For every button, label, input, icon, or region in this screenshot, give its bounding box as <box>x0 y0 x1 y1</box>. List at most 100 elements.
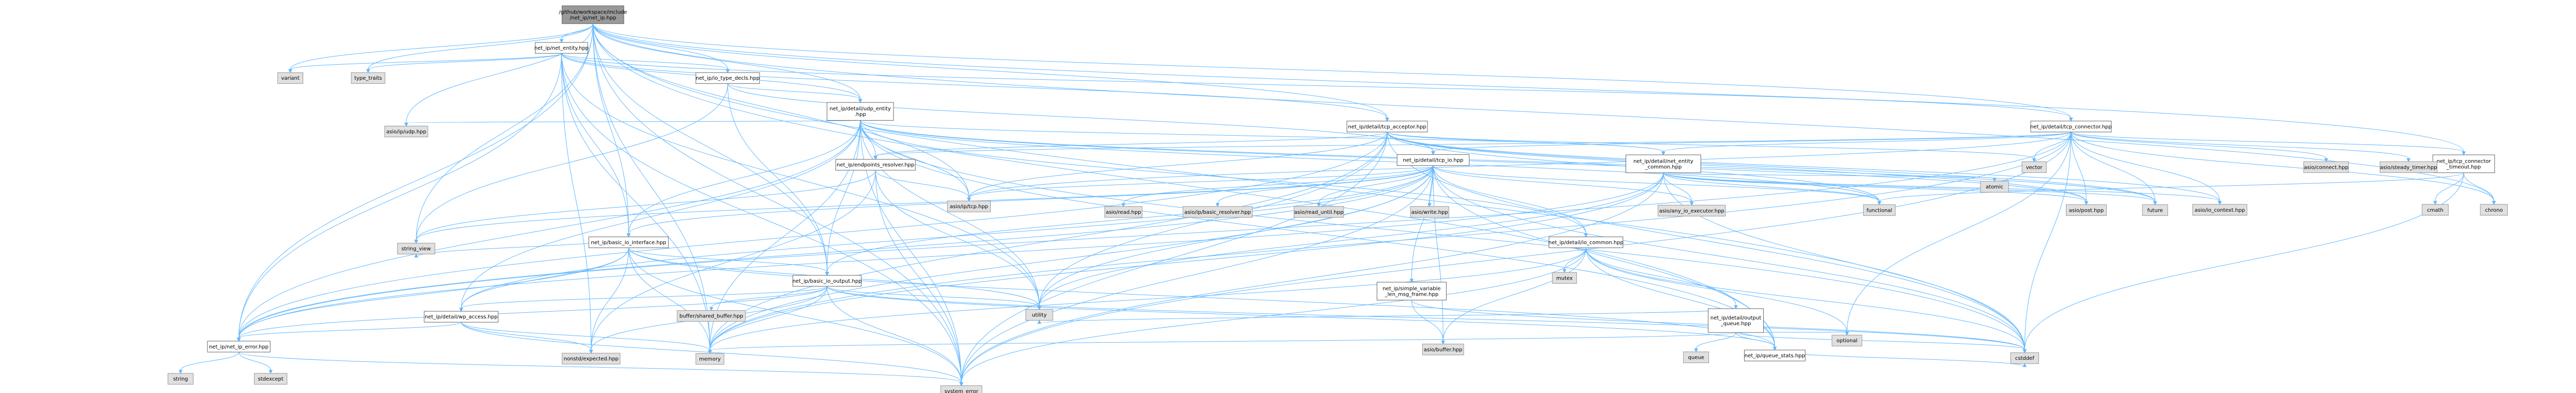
graph-edge-wp-access-to-net-ip-error <box>236 322 461 342</box>
edge-line <box>1123 165 1434 203</box>
edge-arrowhead <box>1037 319 1041 324</box>
node-box <box>1552 272 1577 284</box>
graph-edge-udp-entity-to-asio-ip-udp <box>404 120 861 127</box>
node-label: variant <box>281 76 299 81</box>
graph-node-asio-write: asio/write.hpp <box>1410 206 1449 218</box>
graph-node-net-entity-common[interactable]: net_ip/detail/net_entity_common.hpp <box>1626 154 1701 173</box>
edge-line <box>2071 132 2494 201</box>
edge-line <box>592 23 629 234</box>
edge-line <box>1318 165 1434 203</box>
graph-edge-basic-io-interface-to-basic-io-output <box>628 248 829 276</box>
graph-node-tcp-io[interactable]: net_ip/detail/tcp_io.hpp <box>1396 154 1470 166</box>
edge-line <box>180 352 240 371</box>
graph-node-variant: variant <box>277 72 304 84</box>
graph-node-asio-read: asio/read.hpp <box>1104 206 1143 218</box>
graph-edge-basic-io-output-to-buffer-shared-buffer <box>709 286 828 311</box>
node-label: /github/workspace/include <box>559 9 627 15</box>
node-box <box>207 341 271 353</box>
edge-line <box>709 165 1434 351</box>
edge-line <box>368 23 593 70</box>
graph-node-udp-entity[interactable]: net_ip/detail/udp_entity.hpp <box>826 102 894 121</box>
edge-line <box>709 248 1586 351</box>
edge-line <box>1585 248 1775 347</box>
graph-edge-net-entity-common-to-asio-io-context <box>1663 172 2222 205</box>
node-label: functional <box>1867 208 1893 213</box>
edge-arrowhead <box>2069 118 2073 122</box>
edge-arrowhead <box>2022 349 2027 354</box>
graph-edge-endpoints-resolver-to-nonstd-expected <box>589 170 876 354</box>
node-box <box>2379 161 2438 173</box>
node-box <box>1422 343 1464 356</box>
graph-node-queue-stats[interactable]: net_ip/queue_stats.hpp <box>1744 350 1806 361</box>
node-box <box>1346 121 1428 133</box>
graph-node-basic-io-interface[interactable]: net_ip/basic_io_interface.hpp <box>588 236 669 249</box>
graph-node-wp-access[interactable]: net_ip/detail/wp_access.hpp <box>424 311 499 323</box>
node-label: future <box>2147 208 2163 213</box>
node-box <box>1744 350 1806 361</box>
graph-node-asio-post: asio/post.hpp <box>2066 204 2107 216</box>
graph-node-asio-buffer: asio/buffer.hpp <box>1422 343 1464 356</box>
node-box <box>1293 206 1344 218</box>
graph-node-asio-read-until: asio/read_until.hpp <box>1293 206 1344 218</box>
graph-node-net-ip-error[interactable]: net_ip/net_ip_error.hpp <box>207 341 271 353</box>
graph-edge-io-type-decls-to-basic-io-output <box>727 83 829 276</box>
graph-node-basic-io-output[interactable]: net_ip/basic_io_output.hpp <box>793 275 862 287</box>
edge-line <box>709 132 2072 351</box>
graph-node-queue: queue <box>1683 352 1709 363</box>
edge-arrowhead <box>1385 118 1389 122</box>
node-box <box>277 72 304 84</box>
edge-line <box>1433 165 1880 202</box>
node-box <box>940 385 982 393</box>
graph-edge-tcp-io-to-asio-read <box>1121 165 1434 207</box>
graph-node-simple-variable[interactable]: net_ip/simple_variable_len_msg_frame.hpp <box>1377 282 1447 301</box>
edge-line <box>2034 132 2072 159</box>
edge-arrowhead <box>559 39 564 43</box>
graph-node-tcp-acceptor[interactable]: net_ip/detail/tcp_acceptor.hpp <box>1346 121 1428 133</box>
edge-line <box>561 53 1040 307</box>
graph-node-asio-basic-resolver: asio/ip/basic_resolver.hpp <box>1182 206 1253 218</box>
edge-line <box>875 170 1040 307</box>
node-label: net_ip/simple_variable <box>1382 286 1440 292</box>
edge-line <box>827 286 962 383</box>
graph-node-root[interactable]: /github/workspace/include/net_ip/net_ip.… <box>559 5 627 24</box>
edge-line <box>827 286 1040 307</box>
edge-arrowhead <box>1431 151 1435 155</box>
node-label: asio/steady_timer.hpp <box>2380 165 2437 170</box>
node-label: vector <box>2026 165 2043 170</box>
node-box <box>2480 204 2508 216</box>
node-label: _len_msg_frame.hpp <box>1384 292 1438 297</box>
graph-edge-net-ip-error-to-stdexcept <box>239 352 273 374</box>
edge-line <box>561 53 962 383</box>
node-label: net_ip/detail/net_entity <box>1633 158 1693 164</box>
node-box <box>1980 181 2009 193</box>
node-box <box>2010 352 2039 364</box>
graph-edge-root-to-asio-ip-tcp <box>592 23 971 202</box>
edge-arrowhead <box>1694 348 1699 353</box>
graph-node-net-entity[interactable]: net_ip/net_entity.hpp <box>534 42 589 54</box>
edge-line <box>711 286 828 308</box>
graph-node-io-type-decls[interactable]: net_ip/io_type_decls.hpp <box>695 72 760 84</box>
edge-line <box>1847 132 2072 332</box>
edge-arrowhead <box>709 307 713 311</box>
graph-node-endpoints-resolver[interactable]: net_ip/endpoints_resolver.hpp <box>835 159 916 171</box>
graph-node-output-queue[interactable]: net_ip/detail/output_queue.hpp <box>1708 308 1764 333</box>
graph-edge-root-to-memory <box>592 23 712 354</box>
graph-node-asio-any-io-executor: asio/any_io_executor.hpp <box>1658 205 1726 216</box>
graph-edge-io-common-to-system-error <box>959 248 1586 386</box>
graph-edge-tcp-connector-to-tcp-io <box>1431 132 2072 155</box>
node-label: chrono <box>2485 208 2503 213</box>
node-label: mutex <box>1556 275 1573 281</box>
graph-node-tcp-connector[interactable]: net_ip/detail/tcp_connector.hpp <box>2030 121 2112 133</box>
edge-line <box>961 165 1434 383</box>
edge-line <box>1433 132 2072 152</box>
graph-edge-net-entity-to-system-error <box>561 53 963 386</box>
edge-line <box>590 248 629 351</box>
node-label: net_ip/net_entity.hpp <box>534 46 589 51</box>
edge-arrowhead <box>1992 178 1997 182</box>
graph-node-tcp-connector-timeout[interactable]: net_ip/tcp_connector_timeout.hpp <box>2432 154 2495 173</box>
edge-line <box>1433 165 1692 202</box>
edge-arrowhead <box>2406 158 2411 163</box>
node-box <box>677 310 746 322</box>
graph-node-io-common[interactable]: net_ip/detail/io_common.hpp <box>1548 236 1624 249</box>
edge-line <box>290 23 593 70</box>
